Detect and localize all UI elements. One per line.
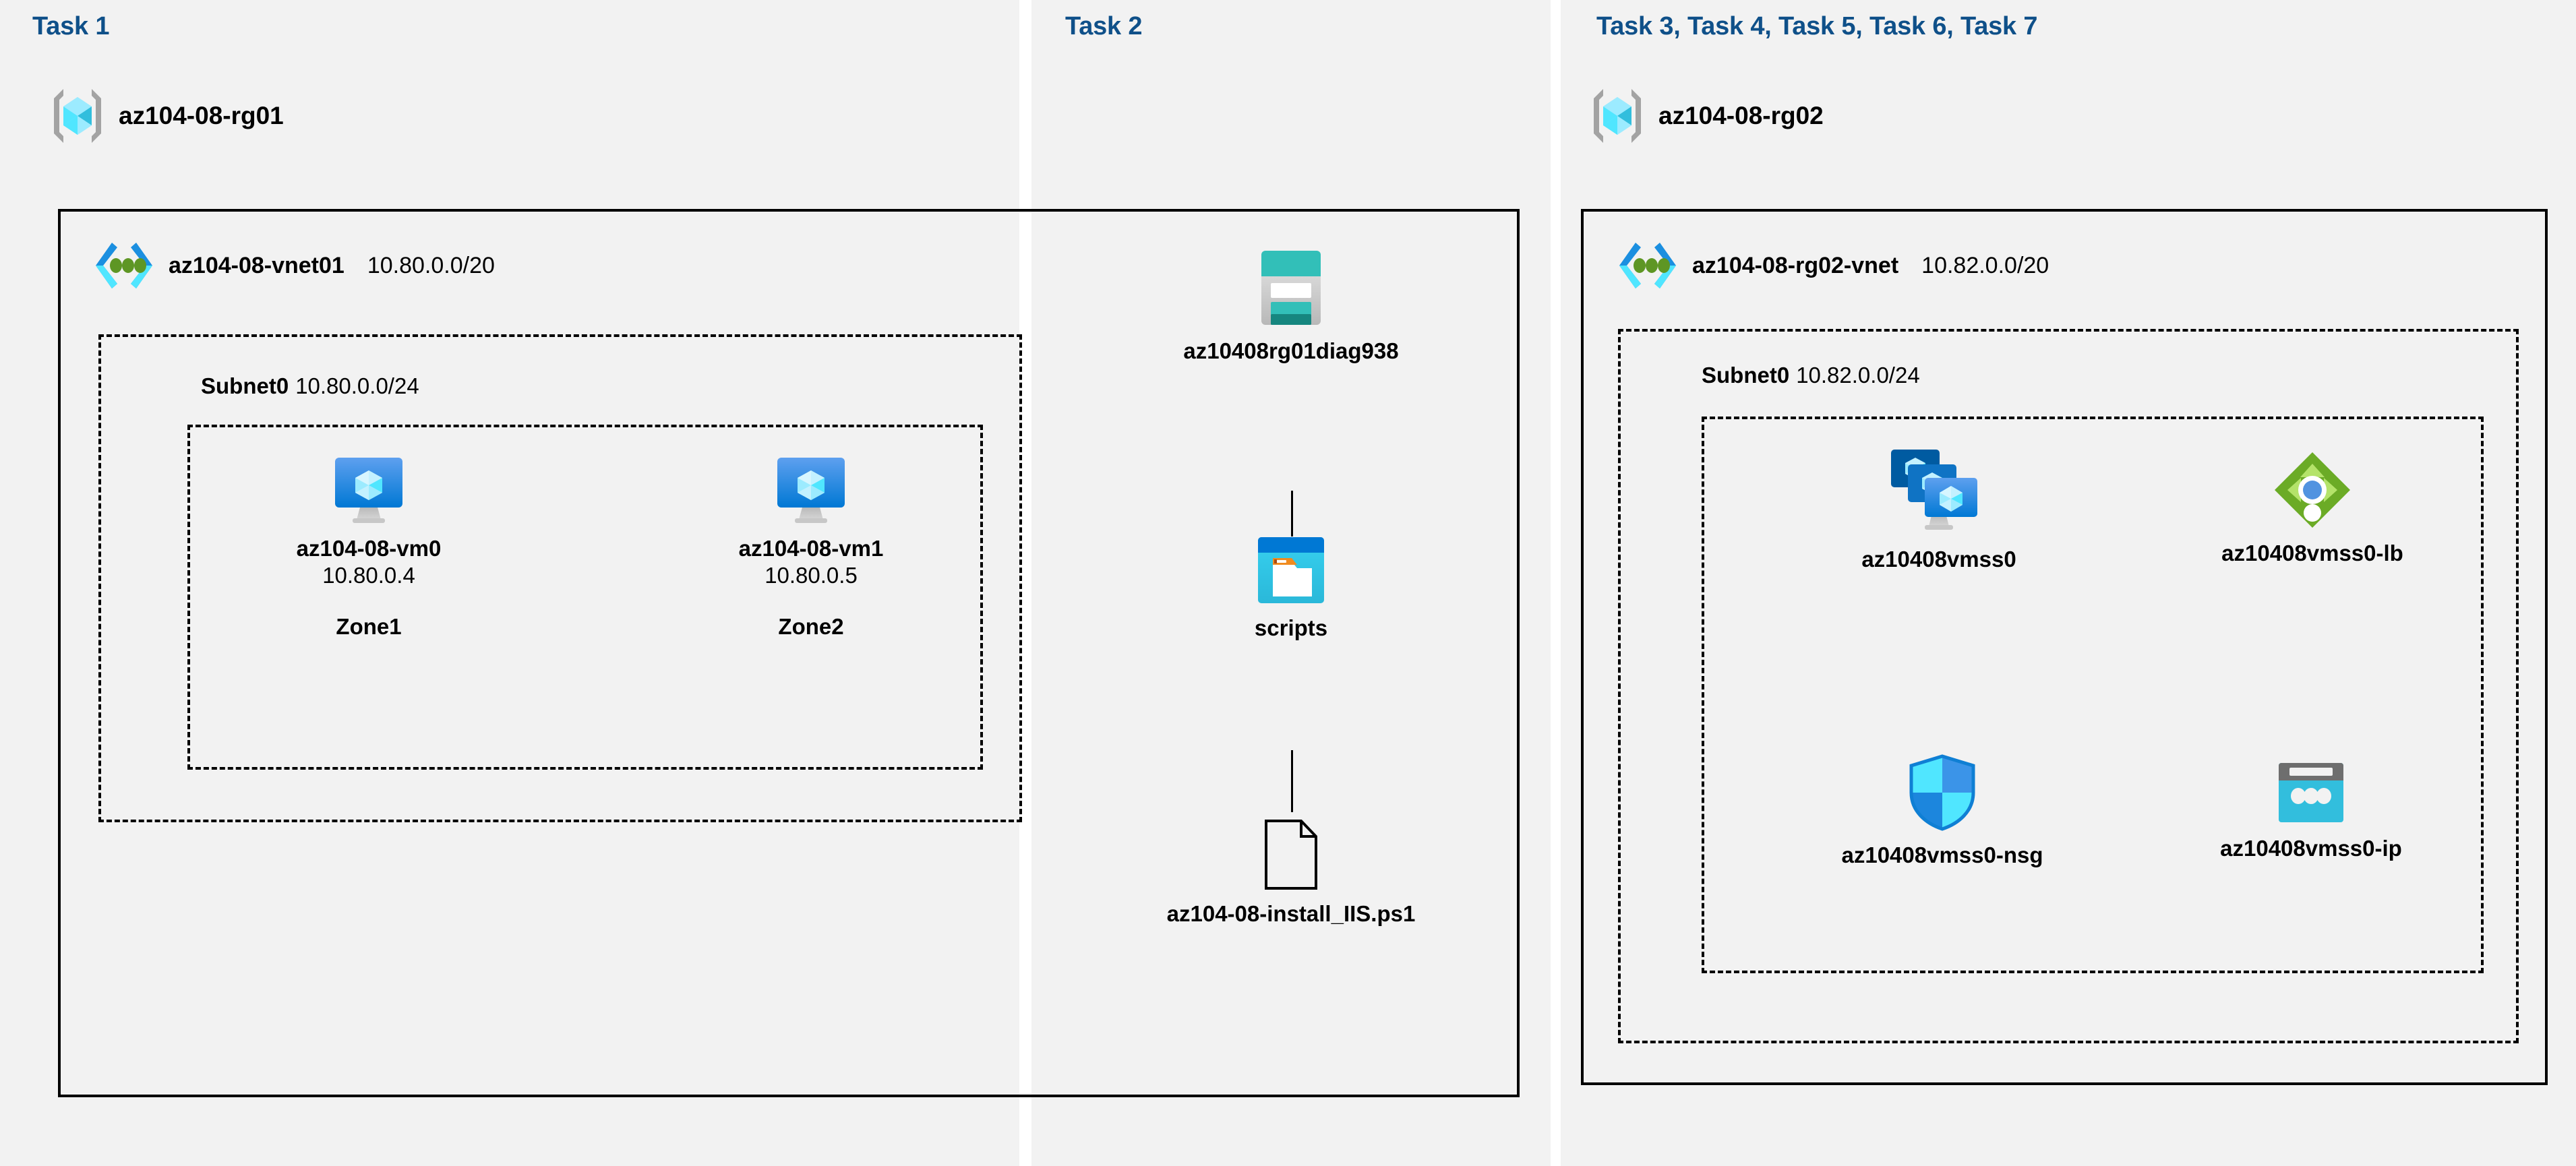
- vm-scale-set-icon: [1888, 447, 1989, 536]
- vm-scale-set-name: az10408vmss0: [1861, 547, 2016, 572]
- vnet-boundary-rg02-vnet: [1581, 209, 2548, 1085]
- resource-group-icon: [51, 86, 104, 146]
- virtual-machine-node-vm0: az104-08-vm0 10.80.0.4 Zone1: [268, 455, 470, 640]
- blob-container-node: scripts: [1153, 536, 1429, 641]
- task-1-title: Task 1: [32, 12, 110, 40]
- vm-availability-zone: Zone1: [336, 614, 402, 639]
- vm-ip-address: 10.80.0.4: [322, 563, 415, 588]
- vm-name: az104-08-vm1: [738, 536, 884, 561]
- virtual-network-icon: [1618, 240, 1677, 291]
- task-1-panel: [0, 0, 1019, 1166]
- public-ip-address-node: az10408vmss0-ip: [2176, 762, 2446, 861]
- resource-group-name: az104-08-rg02: [1658, 102, 1824, 129]
- vm-name: az104-08-vm0: [296, 536, 442, 561]
- task-3-to-7-title: Task 3, Task 4, Task 5, Task 6, Task 7: [1596, 12, 2038, 40]
- connector-storage-to-container: [1291, 491, 1293, 536]
- virtual-machine-icon: [773, 455, 849, 525]
- load-balancer-node: az10408vmss0-lb: [2164, 450, 2461, 566]
- load-balancer-icon: [2273, 450, 2352, 530]
- resource-group-icon: [1591, 86, 1644, 146]
- vnet-cidr: 10.80.0.0/20: [367, 252, 495, 278]
- storage-account-icon: [1259, 248, 1323, 328]
- subnet-name: Subnet0: [201, 373, 289, 398]
- virtual-machine-node-vm1: az104-08-vm1 10.80.0.5 Zone2: [710, 455, 912, 640]
- vm-availability-zone: Zone2: [778, 614, 844, 639]
- vnet-boundary-vnet01: [58, 209, 1520, 1097]
- vm-scale-set-node: az10408vmss0: [1791, 447, 2087, 572]
- vnet-header-vnet01: az104-08-vnet01 10.80.0.0/20: [94, 240, 495, 291]
- network-security-group-icon: [1907, 754, 1977, 832]
- resource-group-name: az104-08-rg01: [119, 102, 284, 129]
- vnet-header-rg02-vnet: az104-08-rg02-vnet 10.82.0.0/20: [1618, 240, 2049, 291]
- virtual-machine-icon: [331, 455, 407, 525]
- subnet-boundary-subnet0-rg02vnet: [1618, 329, 2519, 1043]
- subnet-cidr: 10.82.0.0/24: [1796, 363, 1920, 388]
- subnet-cidr: 10.80.0.0/24: [295, 373, 419, 398]
- task-2-title: Task 2: [1065, 12, 1143, 40]
- script-file-node: az104-08-install_IIS.ps1: [1092, 819, 1490, 927]
- resource-group-header-rg02: az104-08-rg02: [1591, 86, 1824, 146]
- blob-container-name: scripts: [1254, 615, 1328, 640]
- availability-zone-group-boundary: [187, 425, 983, 770]
- public-ip-address-name: az10408vmss0-ip: [2220, 836, 2402, 861]
- public-ip-address-icon: [2276, 762, 2346, 825]
- vnet-name: az104-08-rg02-vnet: [1692, 252, 1899, 278]
- scale-set-resources-boundary: [1702, 417, 2484, 973]
- vm-ip-address: 10.80.0.5: [765, 563, 858, 588]
- vnet-name: az104-08-vnet01: [169, 252, 345, 278]
- script-file-icon: [1263, 819, 1319, 890]
- virtual-network-icon: [94, 240, 154, 291]
- resource-group-header-rg01: az104-08-rg01: [51, 86, 284, 146]
- blob-container-icon: [1257, 536, 1325, 605]
- subnet-boundary-subnet0-vnet01: [98, 334, 1022, 822]
- vnet-cidr: 10.82.0.0/20: [1921, 252, 2049, 278]
- network-security-group-node: az10408vmss0-nsg: [1797, 754, 2087, 868]
- load-balancer-name: az10408vmss0-lb: [2221, 541, 2403, 565]
- script-file-name: az104-08-install_IIS.ps1: [1166, 901, 1416, 926]
- storage-account-name: az10408rg01diag938: [1183, 338, 1399, 363]
- storage-account-node: az10408rg01diag938: [1112, 248, 1470, 364]
- network-security-group-name: az10408vmss0-nsg: [1841, 842, 2043, 867]
- connector-container-to-file: [1291, 750, 1293, 812]
- subnet-name: Subnet0: [1702, 363, 1790, 388]
